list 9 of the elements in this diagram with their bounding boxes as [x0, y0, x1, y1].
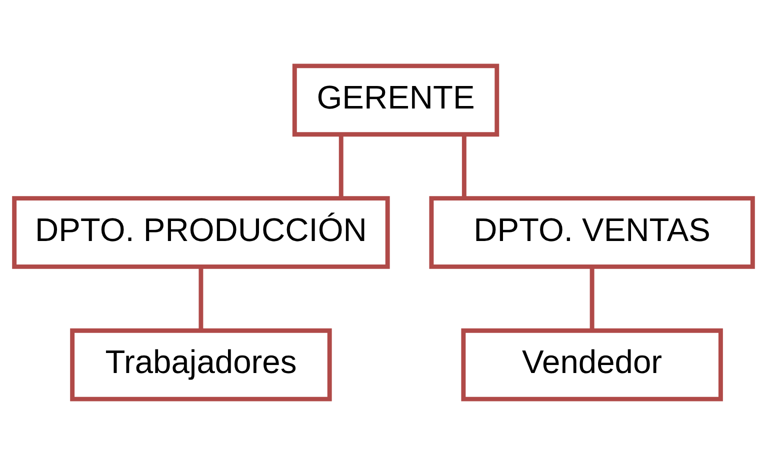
node-box: DPTO. PRODUCCIÓN — [12, 196, 390, 268]
connector — [338, 134, 344, 198]
node-box: GERENTE — [292, 63, 500, 136]
connector — [590, 266, 594, 330]
connector — [462, 134, 466, 198]
node-box: DPTO. VENTAS — [429, 196, 755, 268]
connector — [198, 266, 204, 330]
node-box: Vendedor — [461, 328, 723, 401]
node-box: Trabajadores — [70, 328, 332, 401]
